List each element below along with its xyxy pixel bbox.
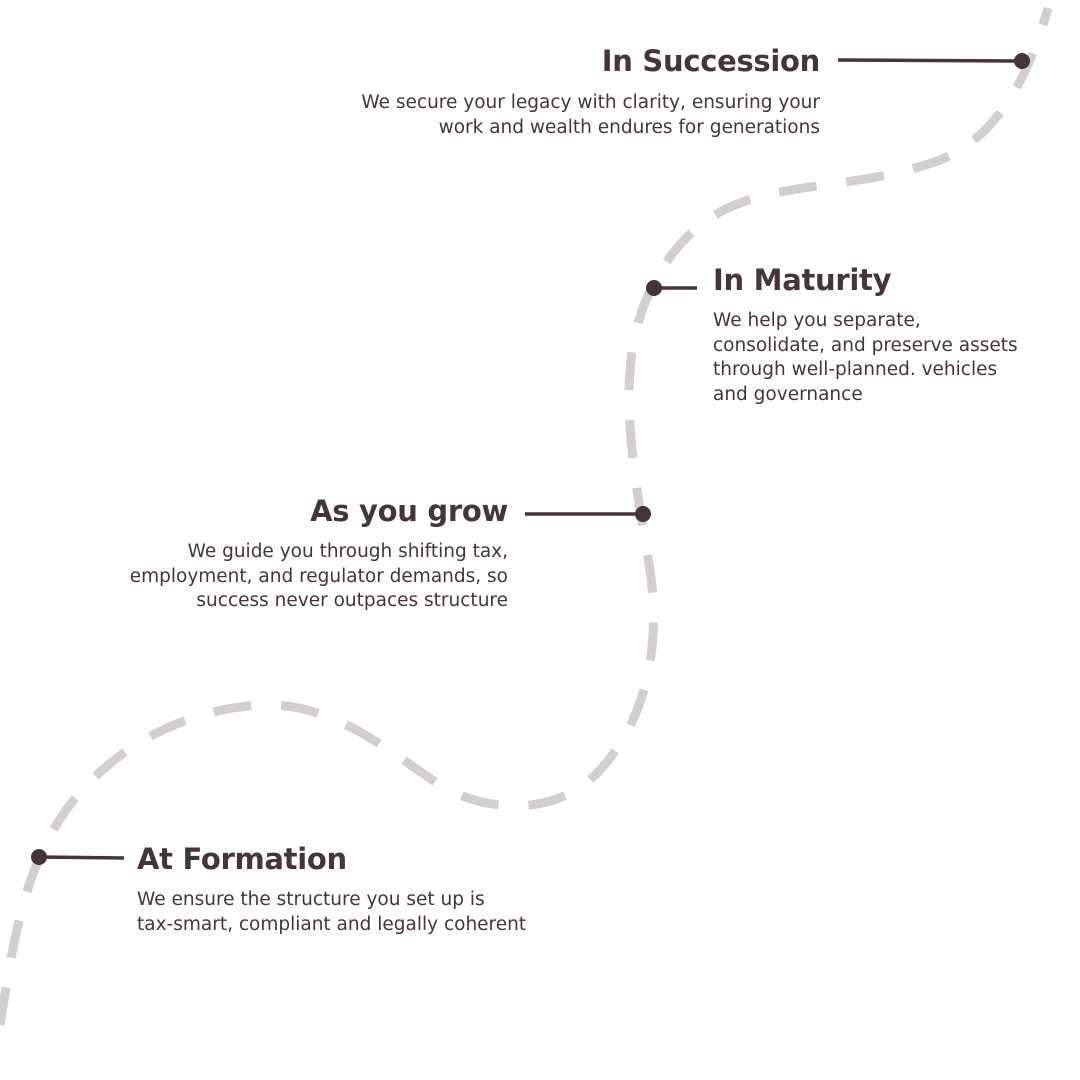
- milestone-dot: [646, 280, 662, 296]
- connector-succession: [837, 53, 1030, 69]
- stage-title-grow: As you grow: [310, 494, 508, 528]
- milestone-dot: [1014, 53, 1030, 69]
- stage-description-grow: We guide you through shifting tax, emplo…: [129, 541, 508, 611]
- stage-description-succession: We secure your legacy with clarity, ensu…: [361, 92, 820, 138]
- connector-formation: [31, 849, 125, 865]
- stage-title-succession: In Succession: [601, 44, 821, 78]
- connector-grow: [525, 506, 651, 522]
- milestone-dot: [31, 849, 47, 865]
- milestone-dot: [635, 506, 651, 522]
- stage-title-maturity: In Maturity: [713, 263, 892, 297]
- stage-description-maturity: We help you separate, consolidate, and p…: [713, 310, 1018, 405]
- connector-maturity: [646, 280, 697, 296]
- stage-title-formation: At Formation: [137, 842, 347, 876]
- stage-description-formation: We ensure the structure you set up is ta…: [137, 889, 527, 935]
